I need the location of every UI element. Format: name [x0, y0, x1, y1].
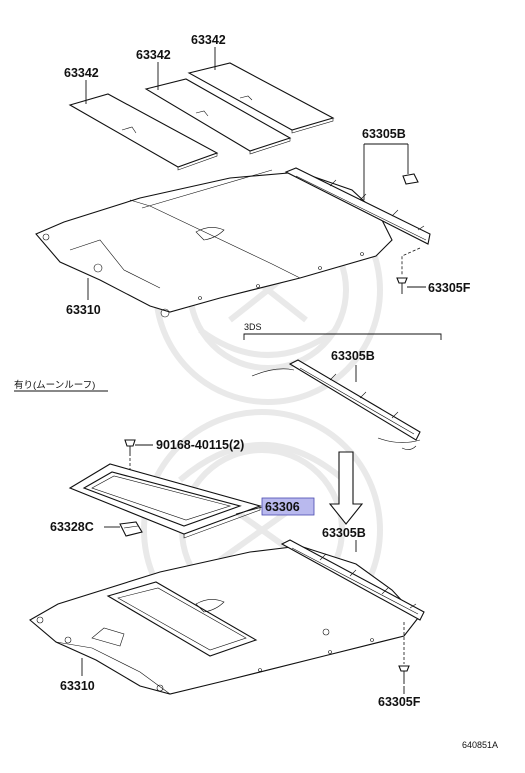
screw-icon	[124, 439, 136, 456]
label-sunroof-note: 有り(ムーンルーフ)	[14, 379, 95, 391]
label-pad-middle[interactable]: 63342	[136, 48, 171, 62]
leader-frame	[235, 506, 263, 515]
label-variant-code: 3DS	[244, 322, 262, 332]
label-headlining-bottom[interactable]: 63310	[60, 679, 95, 693]
fastener-screw-top-icon	[396, 277, 408, 294]
rail-fastener-top-icon	[402, 173, 419, 185]
label-rail-top[interactable]: 63305B	[362, 127, 406, 141]
label-frame[interactable]: 63306	[265, 500, 300, 514]
sunroof-housing-frame	[68, 463, 262, 539]
ghost-outline-3ds	[251, 368, 421, 450]
sound-pad-left	[68, 93, 219, 171]
sound-pad-right	[187, 62, 335, 134]
label-fastener-bottom[interactable]: 63305F	[378, 695, 421, 709]
variant-bracket	[243, 333, 442, 340]
clip-icon	[119, 521, 143, 537]
headlining-top	[35, 169, 393, 318]
dashed-guide-top	[401, 247, 421, 276]
sound-pad-middle	[144, 78, 292, 155]
label-screw[interactable]: 90168-40115(2)	[156, 438, 244, 452]
roof-rail-3ds	[288, 359, 421, 441]
fastener-screw-bottom-icon	[398, 665, 410, 684]
label-fastener-top[interactable]: 63305F	[428, 281, 471, 295]
down-arrow-icon	[328, 451, 364, 525]
label-pad-right[interactable]: 63342	[191, 33, 226, 47]
headlining-bottom	[29, 545, 419, 695]
diagram-id: 640851A	[462, 740, 498, 750]
label-clip[interactable]: 63328C	[50, 520, 94, 534]
label-pad-left[interactable]: 63342	[64, 66, 99, 80]
label-headlining-top[interactable]: 63310	[66, 303, 101, 317]
frame-callout-highlight	[261, 497, 315, 516]
roof-rail-bottom	[280, 539, 425, 621]
leader-rail-top	[363, 143, 409, 200]
roof-rail-top	[284, 167, 431, 245]
label-rail-3ds[interactable]: 63305B	[331, 349, 375, 363]
label-rail-bottom[interactable]: 63305B	[322, 526, 366, 540]
